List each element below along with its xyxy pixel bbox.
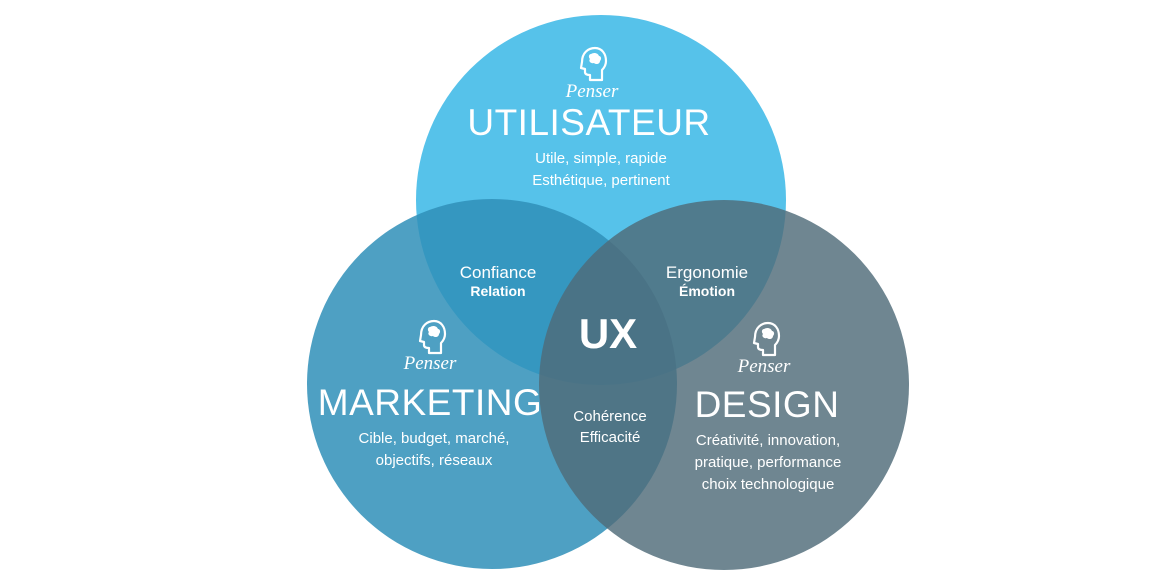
intersection-user-marketing: Confiance Relation [460,262,537,301]
desc-design: Créativité, innovation, pratique, perfor… [695,430,842,496]
desc-line: Utile, simple, rapide [535,150,667,167]
penser-caption: Penser [565,81,619,102]
head-icon [579,46,608,82]
desc-line: objectifs, réseaux [375,452,493,469]
head-icon [752,321,781,357]
circle-design [539,200,909,570]
head-icon [418,319,447,355]
penser-caption: Penser [403,353,457,374]
desc-line: Cible, budget, marché, [358,430,510,447]
center-label-ux: UX [578,310,638,357]
desc-line: Esthétique, pertinent [532,172,670,189]
desc-marketing: Cible, budget, marché, objectifs, réseau… [359,428,510,472]
intersection-primary: Confiance [459,263,537,282]
intersection-primary: Ergonomie [665,263,749,282]
penser-caption: Penser [737,356,791,377]
title-design: DESIGN [694,384,840,425]
title-utilisateur: UTILISATEUR [467,102,711,143]
desc-utilisateur: Utile, simple, rapide Esthétique, pertin… [532,148,670,192]
intersection-secondary: Efficacité [579,429,641,446]
desc-line: Créativité, innovation, [695,432,841,449]
intersection-user-design: Ergonomie Émotion [666,262,748,301]
title-marketing: MARKETING [317,382,543,423]
intersection-marketing-design: Cohérence Efficacité [573,406,646,448]
intersection-primary: Cohérence [573,408,647,425]
intersection-secondary: Émotion [679,283,735,300]
intersection-secondary: Relation [470,283,526,300]
desc-line: choix technologique [701,476,835,493]
desc-line: pratique, performance [694,454,842,471]
